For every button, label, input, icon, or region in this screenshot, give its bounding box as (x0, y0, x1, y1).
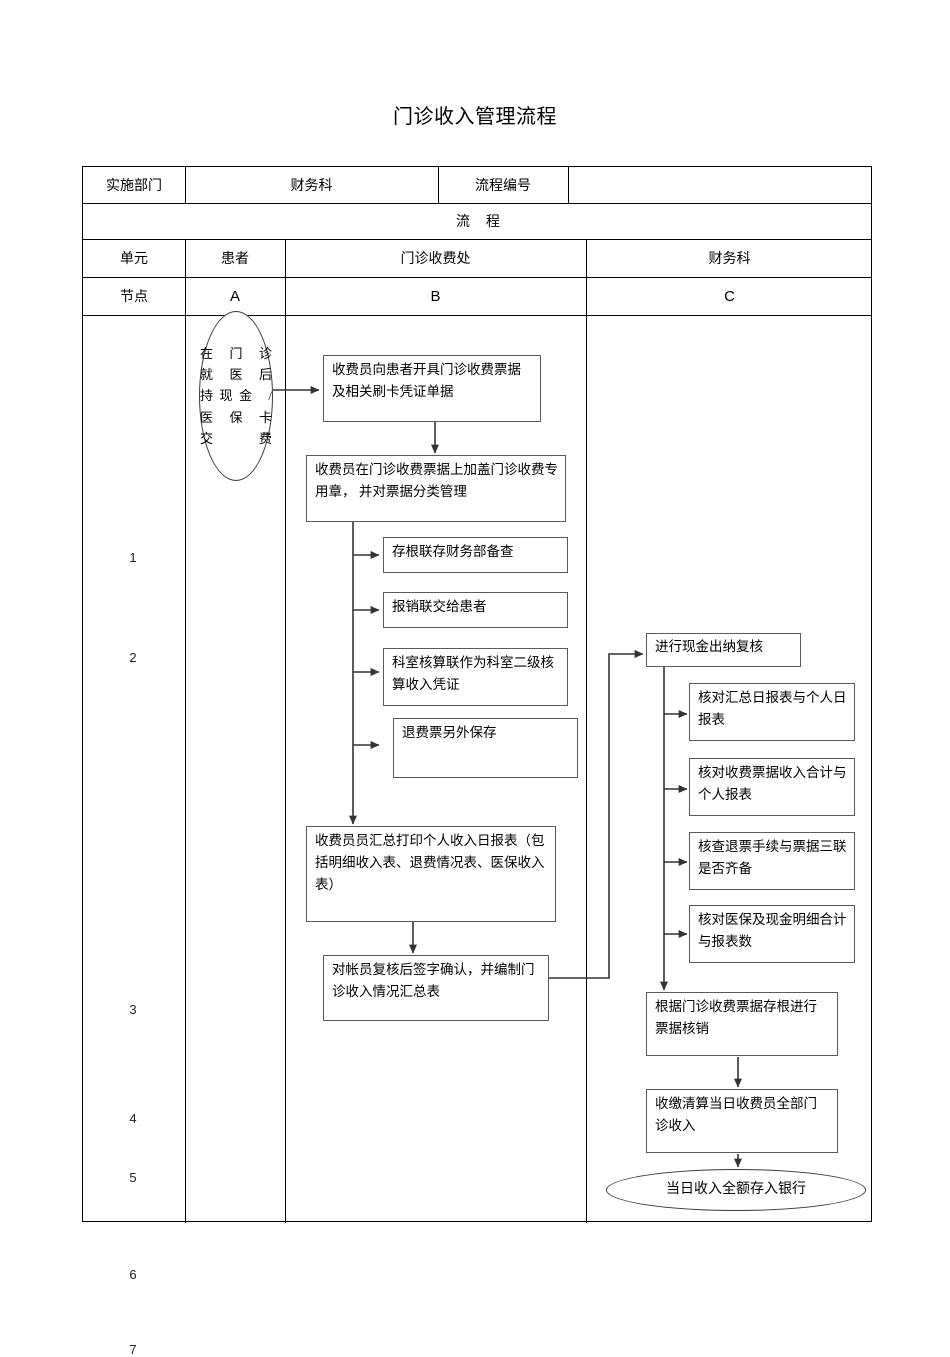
row-number-7: 7 (129, 1342, 137, 1357)
table-vrule-a1 (185, 167, 186, 203)
node-c2-receipt-writeoff[interactable]: 根据门诊收费票据存根进行票据核销 (646, 992, 838, 1056)
cell-process-banner: 流 程 (456, 213, 506, 229)
cell-unit-outpatient: 门诊收费处 (400, 250, 471, 266)
node-c1b-check-receipt-total[interactable]: 核对收费票据收入合计与个人报表 (689, 758, 855, 816)
table-hrule-2 (83, 239, 871, 240)
cell-dept-label: 实施部门 (106, 177, 162, 193)
cell-unit-label: 单元 (120, 250, 148, 266)
node-start-patient-payment[interactable]: 在 门 诊 就 医 后 持现金 / 医 保 卡 交费 (199, 311, 273, 481)
cell-unit-patient: 患者 (221, 250, 249, 266)
row-number-3: 3 (129, 1002, 137, 1017)
node-start-line-5: 交费 (200, 430, 272, 446)
node-c4-deposit-to-bank[interactable]: 当日收入全额存入银行 (606, 1169, 866, 1211)
table-vrule-a2 (438, 167, 439, 203)
table-vrule-patient (285, 239, 286, 1223)
node-c3-collect-daily-income[interactable]: 收缴清算当日收费员全部门诊收入 (646, 1089, 838, 1153)
table-vrule-unit (185, 239, 186, 1223)
cell-node-a: A (229, 287, 240, 305)
cell-node-label: 节点 (120, 288, 148, 304)
node-c1d-check-insurance-cash[interactable]: 核对医保及现金明细合计与报表数 (689, 905, 855, 963)
node-b2c-department-accounting-copy[interactable]: 科室核算联作为科室二级核算收入凭证 (383, 648, 568, 706)
page-title: 门诊收入管理流程 (393, 106, 557, 128)
table-vrule-a3 (568, 167, 569, 203)
cell-code-label: 流程编号 (475, 177, 531, 193)
arrow-b4-to-c1 (549, 650, 644, 979)
node-start-line-3: 持现金 / (200, 388, 272, 404)
node-start-line-1: 在 门 诊 (200, 346, 272, 362)
table-hrule-1 (83, 203, 871, 204)
node-b2b-reimbursement-copy[interactable]: 报销联交给患者 (383, 592, 568, 628)
node-b3-print-daily-report[interactable]: 收费员员汇总打印个人收入日报表（包括明细收入表、退费情况表、医保收入表） (306, 826, 556, 922)
process-sheet: 实施部门 财务科 流程编号 流 程 单元 患者 门诊收费处 财务科 节点 A B… (82, 166, 873, 1357)
node-b2-stamp-and-classify[interactable]: 收费员在门诊收费票据上加盖门诊收费专用章， 并对票据分类管理 (306, 455, 566, 522)
table-hrule-4 (83, 315, 871, 316)
node-b4-reconcile-and-sign[interactable]: 对帐员复核后签字确认，并编制门诊收入情况汇总表 (323, 955, 549, 1021)
node-b2d-refund-ticket-storage[interactable]: 退费票另外保存 (393, 718, 578, 778)
node-c1-cash-audit[interactable]: 进行现金出纳复核 (646, 633, 801, 667)
node-b2a-stub-copy[interactable]: 存根联存财务部备查 (383, 537, 568, 573)
cell-node-c: C (724, 287, 735, 305)
row-number-2: 2 (129, 650, 137, 665)
row-number-5: 5 (129, 1170, 137, 1185)
flow-diagram: 1 2 3 4 5 6 7 (83, 167, 873, 1357)
cell-dept-value: 财务科 (290, 177, 333, 193)
table-vrule-finance (586, 239, 587, 1223)
node-c1a-check-summary-vs-personal[interactable]: 核对汇总日报表与个人日报表 (689, 683, 855, 741)
node-start-line-4: 医 保 卡 (200, 409, 272, 425)
cell-node-b: B (430, 287, 441, 305)
node-b1-issue-receipt[interactable]: 收费员向患者开具门诊收费票据及相关刷卡凭证单据 (323, 355, 541, 422)
table-hrule-3 (83, 277, 871, 278)
row-number-1: 1 (129, 550, 137, 565)
connector-layer (273, 386, 742, 1168)
node-start-line-2: 就 医 后 (200, 367, 272, 383)
row-number-4: 4 (129, 1111, 137, 1126)
row-number-6: 6 (129, 1267, 137, 1282)
cell-unit-finance: 财务科 (708, 250, 751, 266)
node-c1c-check-refund-procedure[interactable]: 核查退票手续与票据三联是否齐备 (689, 832, 855, 890)
